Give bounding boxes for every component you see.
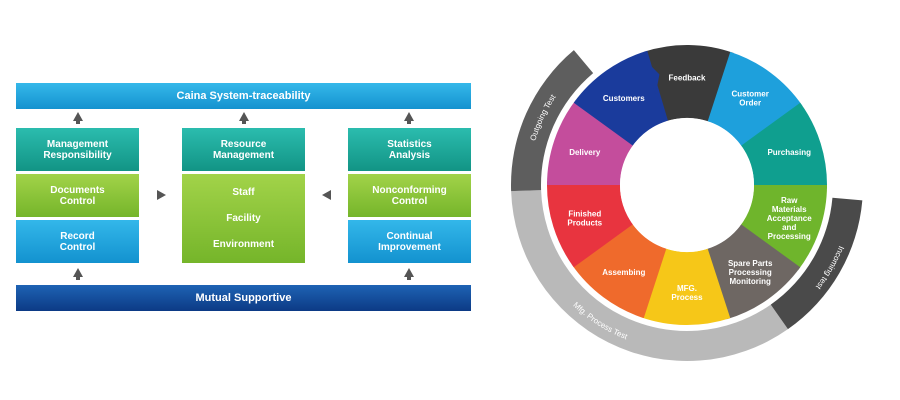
segment-shape: [547, 99, 634, 185]
up-arrow-icon: [239, 112, 249, 124]
up-arrow-icon: [73, 112, 83, 124]
wheel-segment: Customers: [573, 50, 668, 146]
right-arrow-icon: [157, 190, 166, 200]
mutual-supportive-bar: Mutual Supportive: [16, 285, 471, 311]
segment-arrow-tip: [577, 108, 609, 130]
segment-label: Assembing: [602, 268, 645, 277]
wheel-segment: Delivery: [547, 99, 634, 185]
outgoing-test-ring: [510, 50, 594, 192]
segment-label: MFG.Process: [671, 284, 703, 302]
segment-shape: [571, 222, 667, 319]
left-arrow-icon: [322, 190, 331, 200]
mutual-supportive-label: Mutual Supportive: [195, 292, 292, 304]
segment-arrow-tip: [765, 240, 797, 262]
segment-label: Feedback: [669, 74, 706, 83]
segment-arrow-tip: [643, 58, 660, 95]
segment-arrow-tip: [763, 104, 795, 128]
segment-shape: [706, 224, 801, 320]
traceability-bar: Caina System-traceability: [16, 83, 471, 109]
traceability-bar-label: Caina System-traceability: [176, 90, 311, 102]
up-arrow-icon: [404, 268, 414, 280]
resource-item-facility: Facility: [226, 212, 261, 224]
mfg-process-test-ring: [511, 190, 788, 361]
wheel-segment: Assembing: [571, 222, 667, 319]
up-arrow-icon: [73, 268, 83, 280]
segment-arrow-tip: [579, 242, 611, 266]
segment-shape: [707, 51, 803, 148]
segment-shape: [741, 102, 827, 189]
segment-label: Purchasing: [767, 148, 811, 157]
resource-item-environment: Environment: [212, 238, 275, 250]
segment-shape: [740, 185, 827, 271]
segment-label: Delivery: [569, 148, 601, 157]
resource-items-box: Staff Facility Environment: [182, 174, 305, 263]
wheel-segment: MFG.Process: [640, 248, 731, 325]
segment-shape: [547, 181, 633, 268]
wheel-center: [620, 118, 754, 252]
segment-shape: [573, 50, 668, 146]
incoming-test-ring: [770, 197, 863, 330]
up-arrow-icon: [404, 112, 414, 124]
segment-label: Customers: [603, 94, 645, 103]
segment-shape: [643, 44, 734, 122]
segment-shape: [640, 248, 731, 325]
resource-item-staff: Staff: [232, 187, 255, 199]
